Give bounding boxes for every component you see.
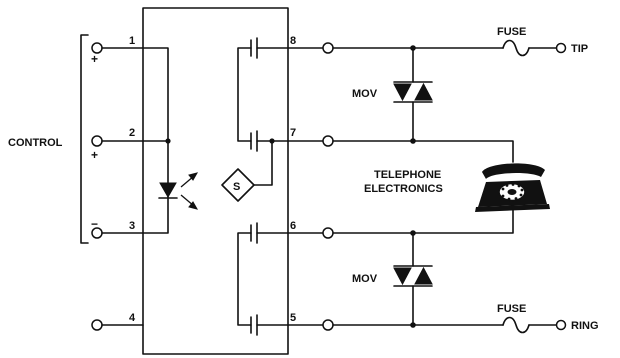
- mov-bottom-label: MOV: [352, 273, 378, 285]
- tip-label: TIP: [571, 43, 588, 55]
- pin-3-label: 3: [129, 220, 135, 232]
- switch-contact-icon-top: [237, 37, 289, 152]
- fuse-top-label: FUSE: [497, 26, 526, 38]
- mov-varistor-icon-bottom: [393, 265, 433, 287]
- s-driver-symbol: S: [221, 138, 275, 202]
- terminal-pin4: [91, 319, 103, 331]
- pin-5-label: 5: [290, 312, 296, 324]
- fuse-icon-top: [502, 39, 530, 57]
- telephone-icon: [475, 163, 550, 212]
- s-symbol-label: S: [233, 181, 240, 193]
- pin-6-label: 6: [290, 220, 296, 232]
- pin-1-label: 1: [129, 35, 135, 47]
- pin3-polarity: −: [91, 217, 98, 231]
- led-icon: [142, 47, 199, 234]
- terminal-pin7: [322, 135, 334, 147]
- terminal-pin6: [322, 227, 334, 239]
- terminal-pin2: [91, 135, 103, 147]
- mov-varistor-icon-top: [393, 81, 433, 103]
- switch-contact-icon-bottom: [237, 222, 289, 336]
- pin1-polarity: +: [91, 52, 98, 66]
- terminal-pin8: [322, 42, 334, 54]
- fuse-bottom-label: FUSE: [497, 303, 526, 315]
- fuse-icon-bottom: [502, 316, 530, 334]
- pin-8-label: 8: [290, 35, 296, 47]
- telephone-label-line2: ELECTRONICS: [364, 183, 443, 195]
- terminal-pin5: [322, 319, 334, 331]
- ring-terminal: [555, 319, 567, 331]
- pin-4-label: 4: [129, 312, 136, 324]
- tip-terminal: [555, 42, 567, 54]
- pin-2-label: 2: [129, 127, 135, 139]
- control-bracket: [80, 34, 89, 244]
- mov-top-label: MOV: [352, 88, 378, 100]
- pin-7-label: 7: [290, 127, 296, 139]
- pin2-polarity: +: [91, 148, 98, 162]
- telephone-label-line1: TELEPHONE: [374, 169, 441, 181]
- relay-package: [142, 7, 289, 355]
- ring-label: RING: [571, 320, 599, 332]
- control-label: CONTROL: [8, 137, 63, 149]
